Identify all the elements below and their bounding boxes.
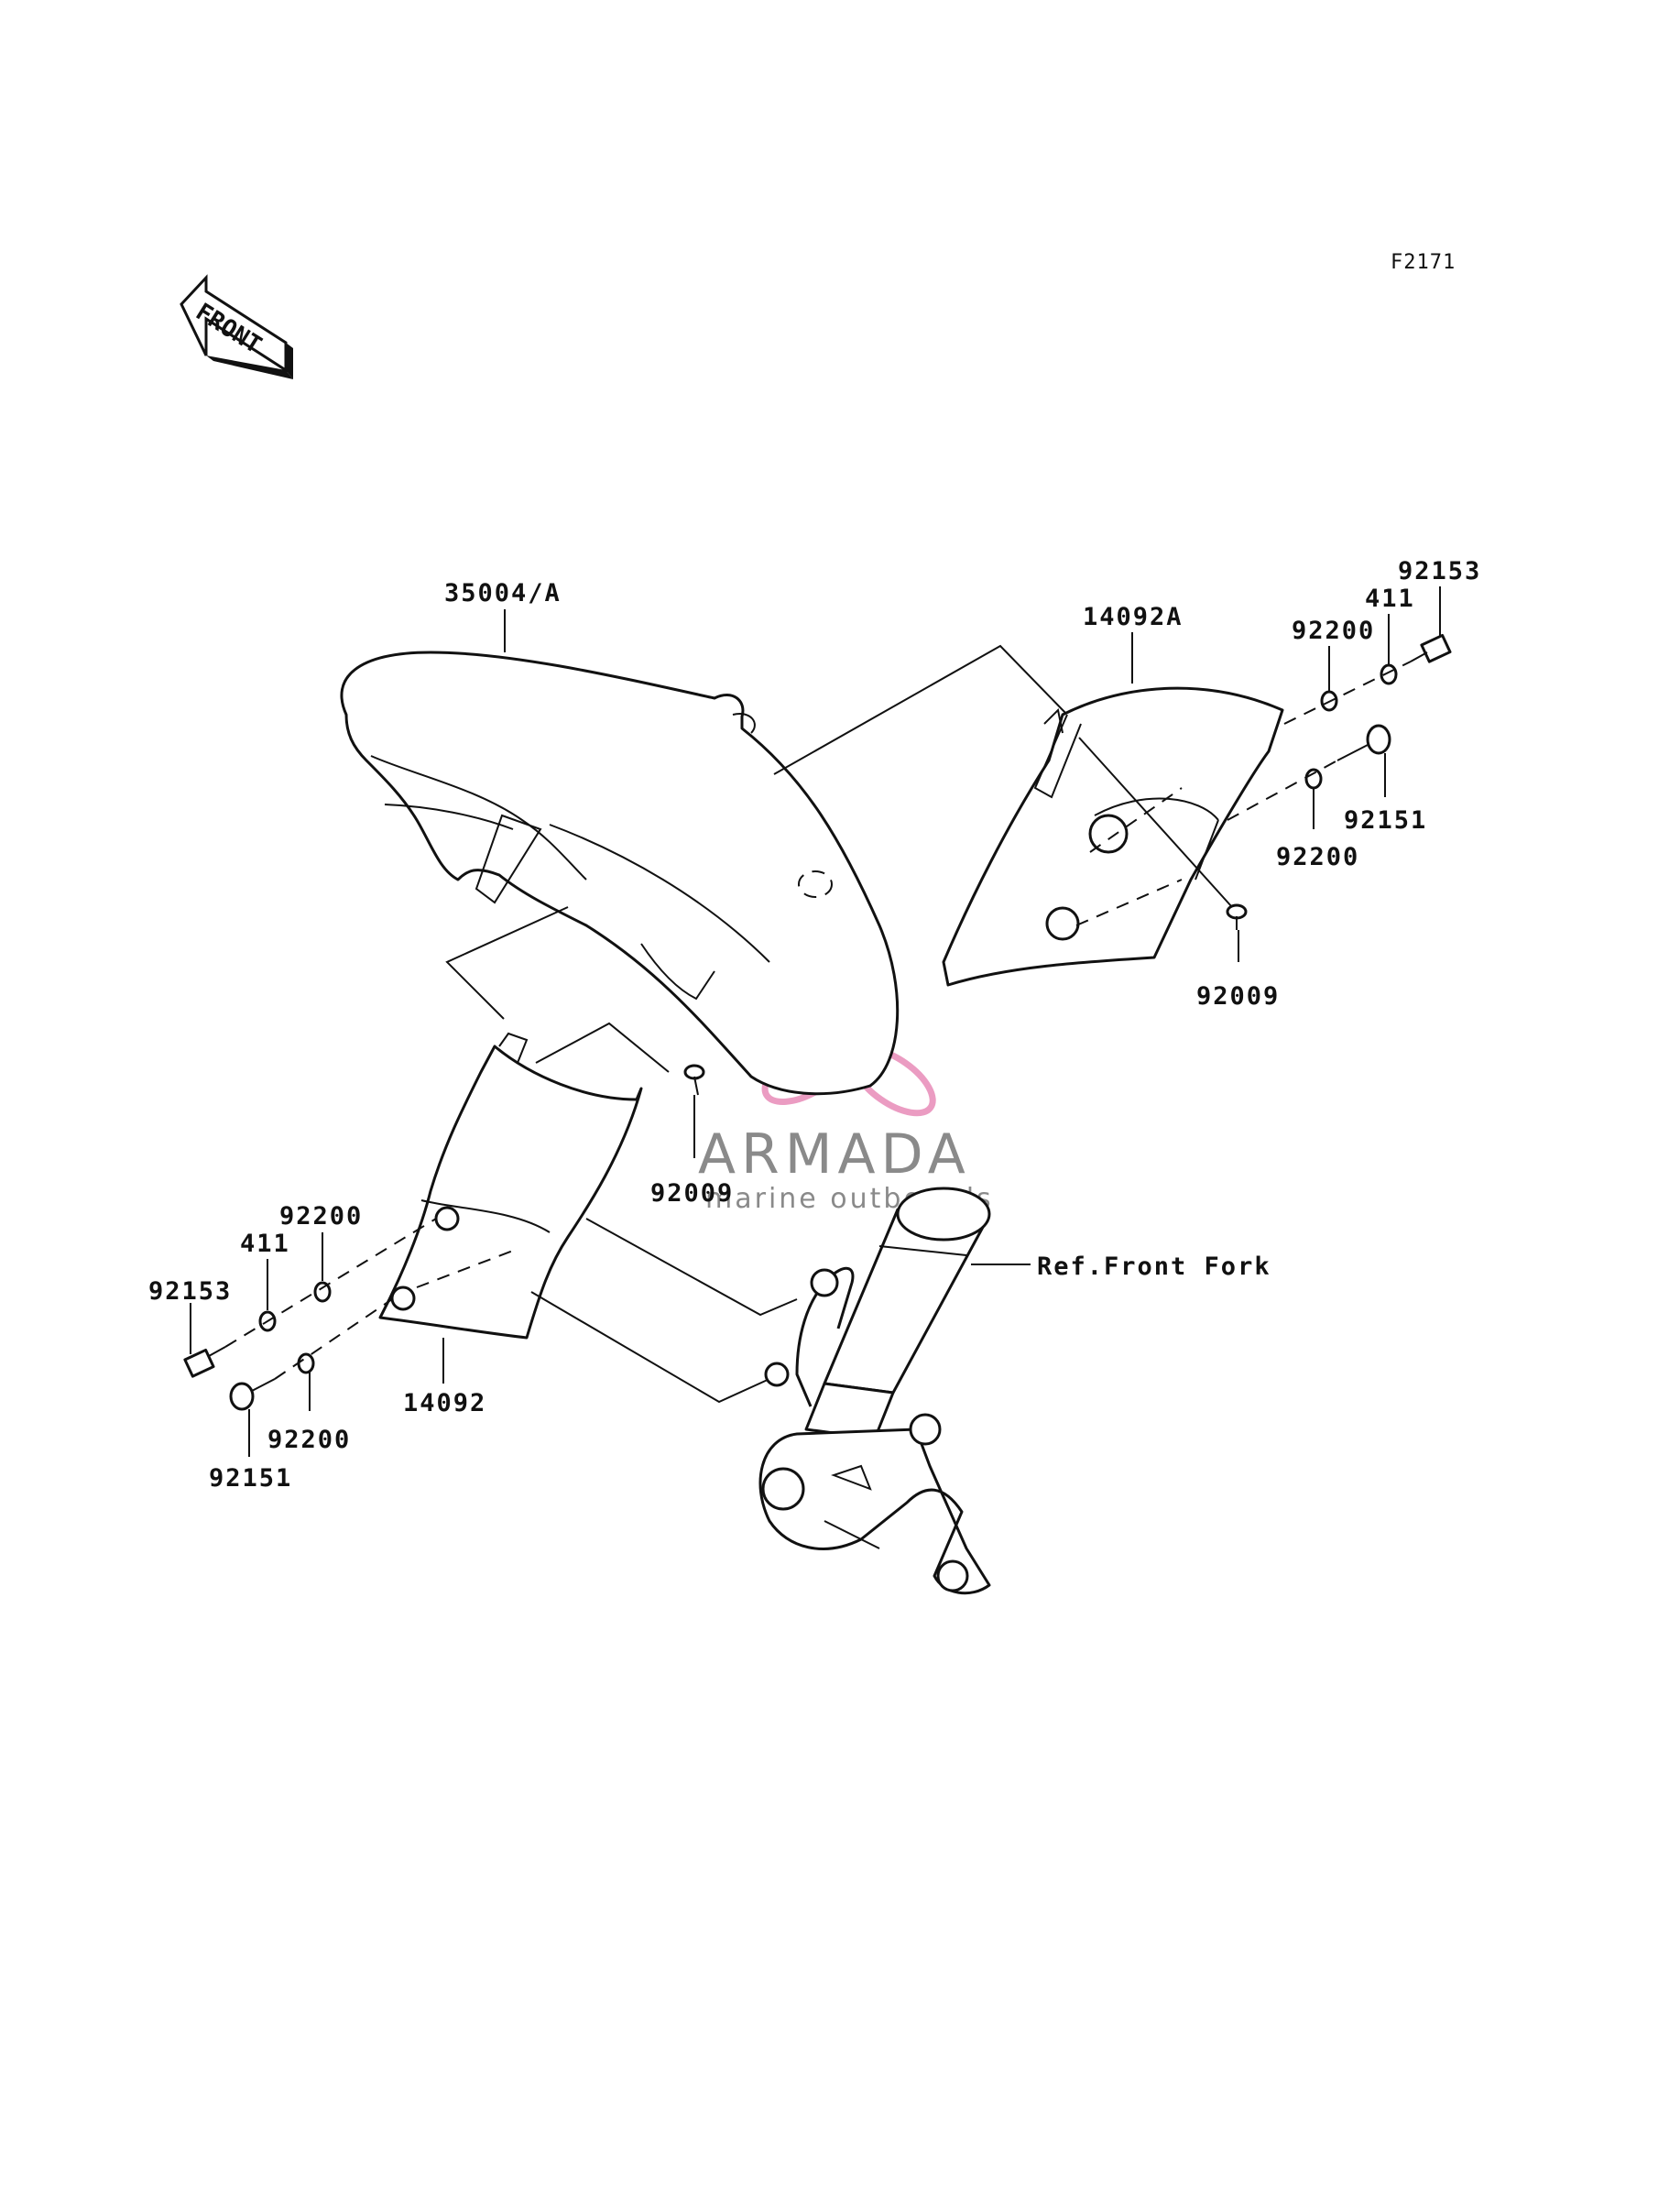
label-92200-rb: 92200	[1276, 843, 1359, 871]
label-35004a: 35004/A	[444, 579, 562, 607]
rear-fender-cover	[942, 686, 1284, 987]
leader-fender-mount	[535, 1022, 670, 1073]
front-arrow-icon: FRONT	[180, 274, 293, 379]
leader-fender-to-rear	[773, 644, 1068, 775]
leader-right-screw	[1078, 737, 1233, 908]
watermark-brand: ARMADA	[698, 1122, 971, 1187]
label-92151-l: 92151	[209, 1464, 292, 1493]
label-92153-l: 92153	[148, 1277, 232, 1306]
figure-code: F2171	[1391, 251, 1456, 274]
label-92151-r: 92151	[1344, 806, 1427, 835]
bolt-left-top	[183, 1346, 226, 1378]
front-fender-cover	[378, 1032, 643, 1340]
label-92009-r: 92009	[1196, 982, 1280, 1011]
washer-left-bottom	[297, 1352, 315, 1374]
leader-right-bolt-line	[1283, 661, 1412, 725]
label-411-r: 411	[1365, 585, 1415, 613]
label-92200-lb: 92200	[267, 1426, 351, 1454]
front-fender	[340, 651, 900, 1096]
label-92200-lt: 92200	[279, 1202, 363, 1231]
label-92009-c: 92009	[650, 1179, 734, 1208]
leader-left-bolt-line-2	[274, 1298, 393, 1380]
label-ref-fork: Ref.Front Fork	[1037, 1253, 1271, 1281]
label-92153-r: 92153	[1398, 557, 1481, 585]
bolt-left-bottom	[229, 1378, 276, 1411]
bolt-right-bottom	[1336, 724, 1391, 761]
label-14092: 14092	[403, 1389, 486, 1417]
front-fork	[758, 1187, 991, 1595]
leader-fender-to-front	[445, 906, 569, 1020]
leader-cover-to-fork-a	[585, 1218, 798, 1317]
leader-cover-to-fork-b	[530, 1291, 770, 1404]
bolt-right-top	[1410, 633, 1452, 663]
screw-center	[683, 1064, 705, 1096]
label-92200-rt: 92200	[1292, 617, 1375, 645]
washer-left-top	[313, 1281, 332, 1303]
leader-left-bolt-line	[224, 1218, 437, 1348]
label-411-l: 411	[240, 1230, 290, 1258]
label-14092a: 14092A	[1083, 603, 1184, 631]
screw-right	[1226, 903, 1248, 930]
